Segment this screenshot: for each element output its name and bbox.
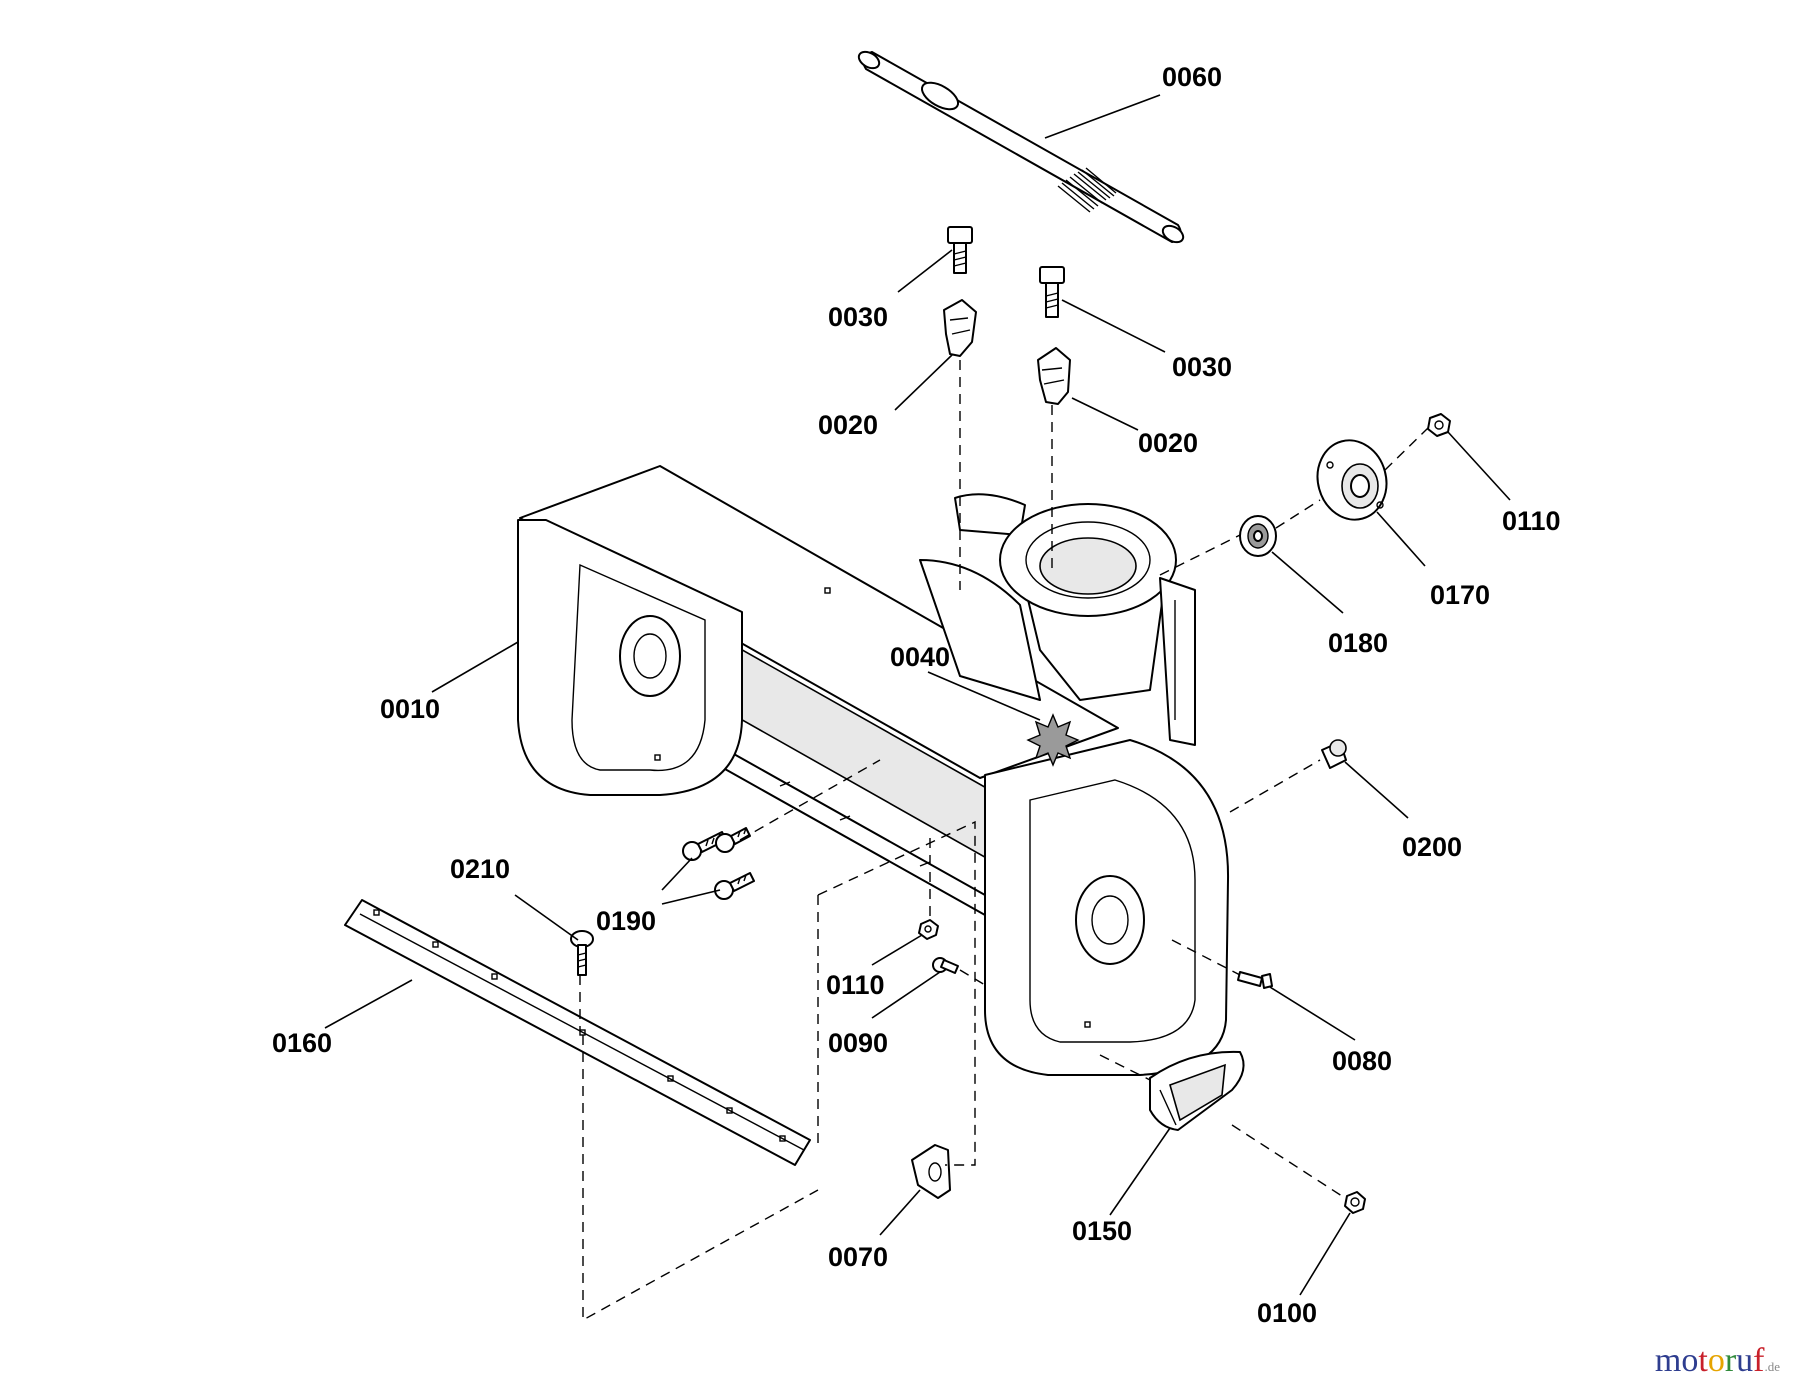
watermark-letter: o [1681,1342,1699,1379]
label-0070: 0070 [828,1242,888,1272]
nut-0110-bottom [918,919,939,940]
bolt-0030-left [947,226,973,274]
label-0190: 0190 [596,906,656,936]
label-0170: 0170 [1430,580,1490,610]
auger-housing-0010 [517,465,1230,1076]
leader-lines [324,94,1511,1296]
nut-0100 [1344,1191,1366,1214]
bracket-0020-left [943,299,977,357]
label-0200: 0200 [1402,832,1462,862]
watermark-letter: m [1654,1342,1682,1379]
label-0030-right: 0030 [1172,352,1232,382]
carriage-bolt-0210 [570,930,594,976]
watermark-logo: motoruf.de [1655,1344,1780,1378]
shaft-0060 [857,50,1185,244]
bolt-0090 [932,957,959,974]
watermark-letter: t [1698,1342,1708,1379]
label-0210: 0210 [450,854,510,884]
watermark-letter: o [1707,1342,1725,1379]
watermark-letters: motoruf [1655,1342,1765,1379]
label-0090: 0090 [828,1028,888,1058]
flange-0170 [1316,439,1388,521]
scraper-blade-0160 [344,899,811,1166]
bolts-0190 [682,827,755,900]
bracket-0020-right [1037,347,1071,405]
discharge-chute-0040 [954,493,1196,767]
label-0030-left: 0030 [828,302,888,332]
label-0080: 0080 [1332,1046,1392,1076]
watermark-letter: u [1736,1342,1754,1379]
label-0110-bottom: 0110 [826,970,885,1000]
label-0010: 0010 [380,694,440,724]
label-0100: 0100 [1257,1298,1317,1328]
part-labels: 0060 0030 0030 0020 0020 0110 0170 0180 … [272,62,1561,1328]
bolt-0030-right [1039,266,1065,318]
label-0150: 0150 [1072,1216,1132,1246]
watermark-tld: .de [1764,1359,1780,1374]
label-0020-left: 0020 [818,410,878,440]
bracket-0070 [911,1144,951,1199]
watermark-letter: r [1724,1342,1737,1379]
label-0040: 0040 [890,642,950,672]
assembly-lines [579,360,1429,1322]
bolt-0080 [1237,971,1273,989]
plug-0200 [1321,739,1347,769]
label-0180: 0180 [1328,628,1388,658]
watermark-letter: f [1753,1342,1765,1379]
label-0110-top: 0110 [1502,506,1561,536]
shaft-spline [1057,167,1117,213]
nut-0110-top [1427,413,1451,437]
label-0160: 0160 [272,1028,332,1058]
bearing-0180 [1239,515,1277,557]
label-0020-right: 0020 [1138,428,1198,458]
label-0060: 0060 [1162,62,1222,92]
skid-shoe-0150 [1149,1050,1245,1131]
